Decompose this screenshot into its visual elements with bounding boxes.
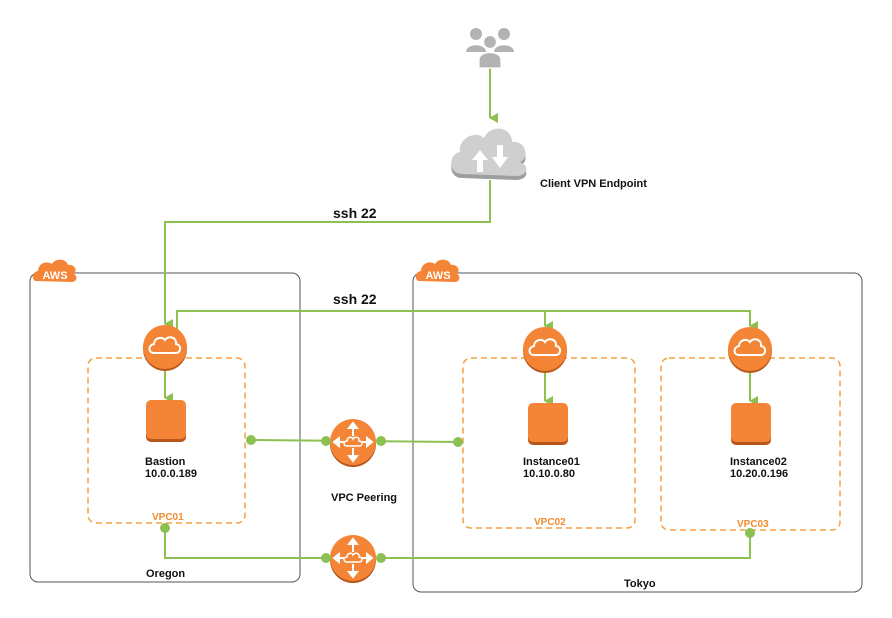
peering2-router-port-left (321, 553, 331, 563)
region-tokyo-box (412, 272, 863, 593)
peering2-connector (164, 528, 751, 559)
vpc01-label: VPC01 (152, 512, 184, 523)
instance02-ip-label: 10.20.0.196 (730, 468, 789, 480)
instance01-name-label: Instance01 (523, 456, 580, 468)
users-icon (466, 28, 514, 69)
peering1-router-port-left (321, 436, 331, 446)
peering2-endpoint-vpc01 (160, 523, 170, 533)
region-tokyo-label: Tokyo (624, 578, 656, 590)
ec2-instance01-icon (528, 403, 568, 445)
region-oregon-label: Oregon (146, 568, 186, 580)
bastion-ip-label: 10.0.0.189 (145, 468, 197, 480)
vpc02-label: VPC02 (534, 517, 566, 528)
client-vpn-endpoint-label: Client VPN Endpoint (540, 178, 647, 190)
ec2-instance-bastion-icon (146, 400, 186, 442)
peering2-router-port-right (376, 553, 386, 563)
vpc03-label: VPC03 (737, 519, 769, 530)
bastion-name-label: Bastion (145, 456, 186, 468)
internet-gateway-tokyo-vpc02 (523, 327, 567, 373)
ssh-label-vpn: ssh 22 (333, 205, 377, 221)
peering1-router-port-right (376, 436, 386, 446)
vpn-to-bastion-ssh-connector (164, 180, 491, 329)
bastion-to-instances-ssh-connector (176, 310, 758, 331)
instance02-name-label: Instance02 (730, 456, 787, 468)
aws-badge-tokyo-text: AWS (425, 270, 450, 282)
peering1-endpoint-vpc02 (453, 437, 463, 447)
peering1-endpoint-vpc01 (246, 435, 256, 445)
aws-badge-oregon: AWS (32, 259, 77, 282)
aws-badge-tokyo: AWS (415, 259, 460, 282)
peering2-endpoint-vpc03 (745, 528, 755, 538)
ssh-label-bastion: ssh 22 (333, 291, 377, 307)
vpc-peering-label: VPC Peering (331, 492, 398, 504)
client-vpn-cloud-icon (451, 128, 527, 180)
vpc-peering-router-icon (330, 419, 376, 467)
vpc02-box (462, 357, 636, 529)
internet-gateway-oregon (143, 325, 187, 371)
internet-gateway-tokyo-vpc03 (728, 327, 772, 373)
aws-badge-oregon-text: AWS (42, 270, 67, 282)
vpc-peering-router-2-icon (330, 535, 376, 583)
ec2-instance02-icon (731, 403, 771, 445)
instance01-ip-label: 10.10.0.80 (523, 468, 575, 480)
